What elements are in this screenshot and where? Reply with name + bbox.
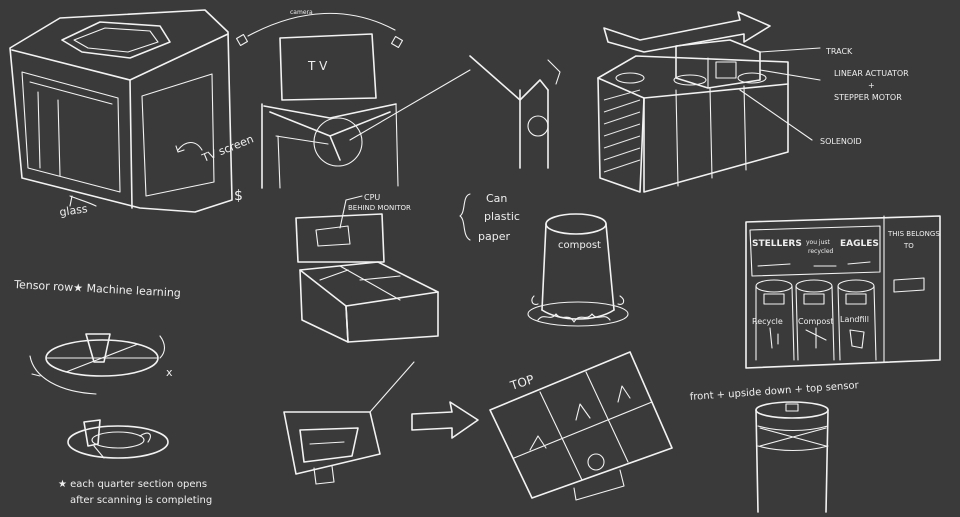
label-cpu: CPU [364,193,380,202]
label-compost-bin: compost [558,240,601,251]
label-top: TOP [508,372,536,393]
label-compost: Compost [798,317,834,326]
label-camera: camera [290,9,313,16]
top-view-sketch [489,351,673,501]
label-can: Can [486,192,507,205]
label-plus: + [868,81,875,90]
label-tensor-ml: Tensor row★ Machine learning [13,278,181,300]
label-stellers: STELLERS [752,239,802,249]
bracket-brace [459,193,471,241]
label-solenoid: SOLENOID [820,137,862,146]
disc-section-sketch [67,419,169,459]
rotating-disc-sketch [29,333,166,395]
right-arrow [411,401,479,439]
label-glass: glass [59,202,89,219]
label-paper: paper [478,230,510,243]
label-linear-actuator: LINEAR ACTUATOR [834,69,909,78]
label-tv-screen: TV screen [199,132,255,165]
note-line-2: after scanning is completing [70,495,212,506]
camera-tv-sketch [235,12,561,189]
label-x: x [166,366,173,379]
sensor-bin-sketch [755,401,829,513]
label-recycled: recycled [808,248,834,255]
label-dollar: $ [234,188,243,204]
track-actuator-sketch [597,11,821,193]
note-line-1: ★ each quarter section opens [58,479,207,490]
tray-sketch [283,361,415,485]
label-behind-monitor: BEHIND MONITOR [348,204,411,212]
kiosk-box-sketch [9,9,233,213]
cpu-box-sketch [295,195,439,343]
label-sensors: front + upside down + top sensor [689,380,860,403]
label-stepper-motor: STEPPER MOTOR [834,93,902,102]
label-plastic: plastic [484,210,520,223]
label-you-just: you just [806,239,831,246]
label-recycle: Recycle [752,317,783,326]
label-to: TO [903,242,914,250]
label-landfill: Landfill [840,315,869,324]
label-this-belongs: THIS BELONGS [887,230,940,238]
compost-cylinder-sketch [527,213,629,327]
label-tv: T V [307,59,328,73]
label-track: TRACK [825,47,853,56]
label-eagles: EAGLES [840,239,879,249]
three-bin-kiosk-sketch [745,215,941,369]
